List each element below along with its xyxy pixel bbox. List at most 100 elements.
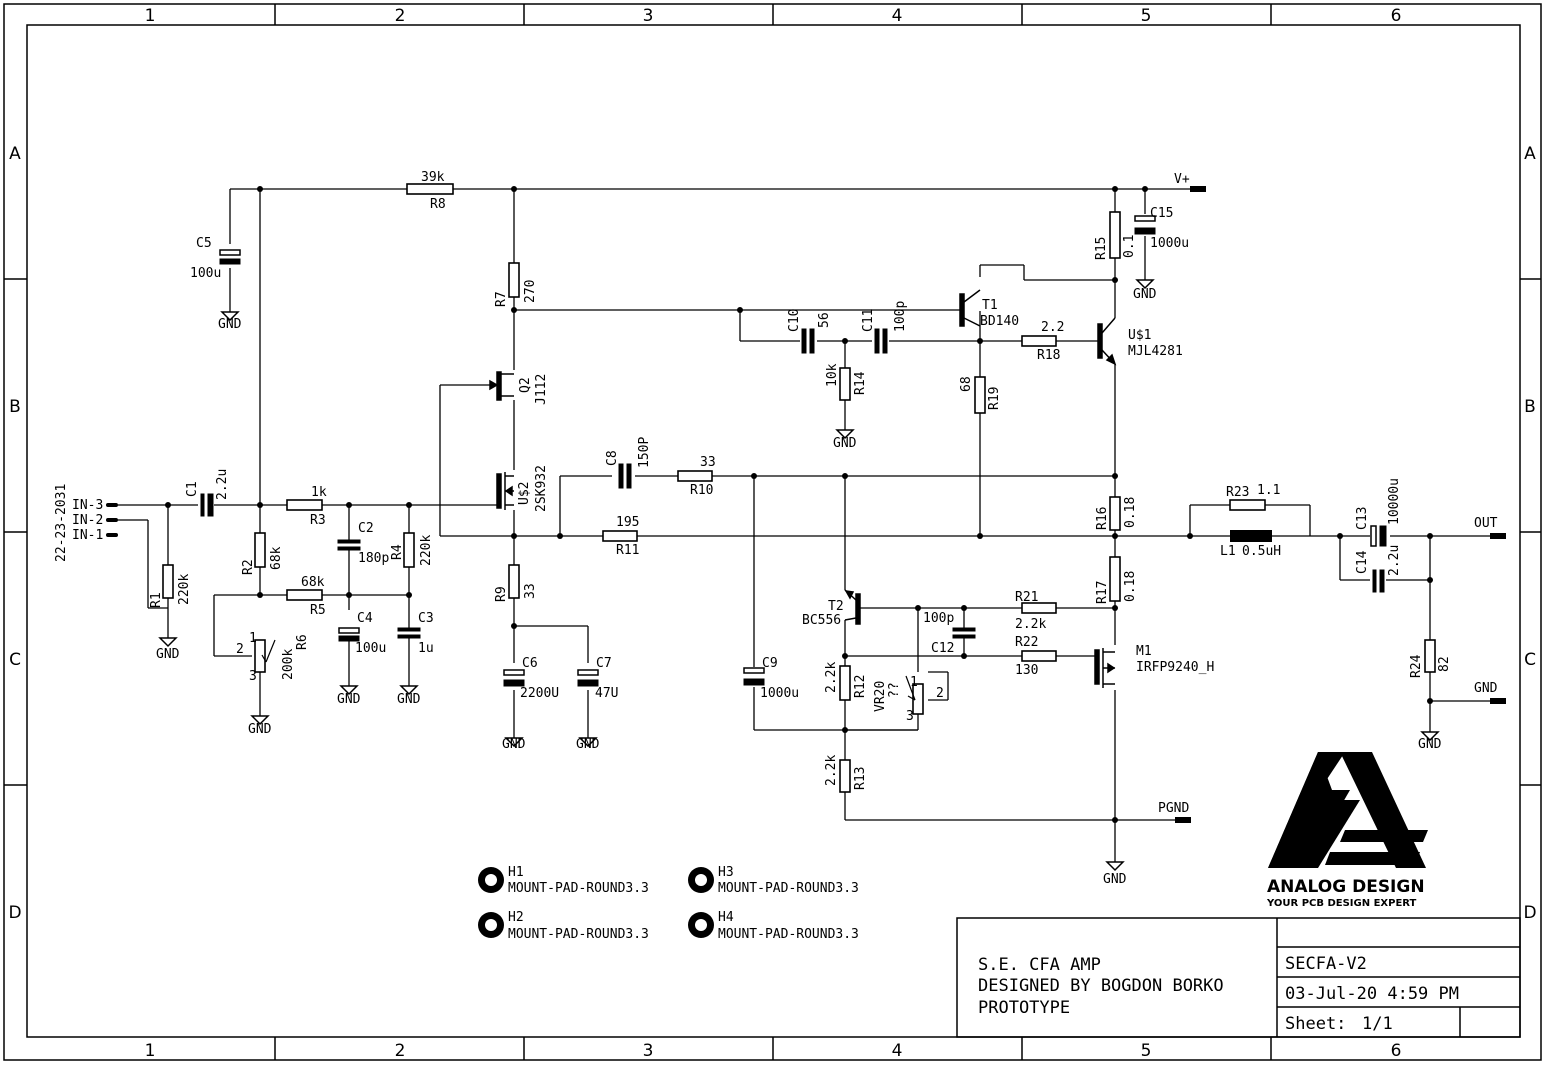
vr20-ref: VR20 bbox=[873, 681, 888, 712]
pgnd-label: PGND bbox=[1158, 801, 1189, 816]
u2-val: 2SK932 bbox=[534, 465, 549, 512]
col-label-6: 6 bbox=[1391, 6, 1402, 26]
h4-val: MOUNT-PAD-ROUND3.3 bbox=[718, 927, 859, 942]
r17-val: 0.18 bbox=[1123, 571, 1138, 602]
r22-body[interactable] bbox=[1021, 650, 1057, 662]
c7-ref: C7 bbox=[596, 656, 612, 671]
r14-body[interactable] bbox=[839, 367, 851, 401]
r4-ref: R4 bbox=[390, 544, 405, 560]
r6-ref: R6 bbox=[295, 634, 310, 650]
r22-ref: R22 bbox=[1015, 635, 1038, 650]
drawing-frame bbox=[3, 3, 1542, 1061]
r11-body[interactable] bbox=[602, 530, 638, 542]
r3-ref: R3 bbox=[310, 513, 326, 528]
col-label-3: 3 bbox=[643, 6, 654, 26]
r2-body[interactable] bbox=[254, 532, 266, 568]
r12-body[interactable] bbox=[839, 665, 851, 701]
l1-body[interactable] bbox=[1230, 530, 1272, 542]
q2-ref: Q2 bbox=[518, 377, 533, 393]
vplus-label: V+ bbox=[1174, 172, 1190, 187]
r13-ref: R13 bbox=[853, 767, 868, 790]
c12-val: 100p bbox=[923, 611, 954, 626]
r23-val: 1.1 bbox=[1257, 483, 1280, 498]
r11-val: 195 bbox=[616, 515, 639, 530]
r13-body[interactable] bbox=[839, 759, 851, 793]
r9-ref: R9 bbox=[494, 586, 509, 602]
r23-body[interactable] bbox=[1229, 499, 1266, 511]
c2-val: 180p bbox=[358, 551, 389, 566]
r12-val: 2.2k bbox=[824, 662, 839, 693]
gnd-out-label: GND bbox=[1474, 681, 1498, 696]
wires bbox=[118, 188, 1490, 862]
r2-ref: R2 bbox=[241, 559, 256, 575]
r16-body[interactable] bbox=[1109, 496, 1121, 531]
r24-val: 82 bbox=[1437, 656, 1452, 672]
r16-val: 0.18 bbox=[1123, 497, 1138, 528]
col-label-3-bottom: 3 bbox=[643, 1041, 654, 1061]
r24-body[interactable] bbox=[1424, 639, 1436, 673]
mount-pads bbox=[478, 867, 714, 938]
row-label-d-right: D bbox=[1523, 903, 1536, 923]
h4-ref: H4 bbox=[718, 910, 734, 925]
c11-val: 100p bbox=[893, 301, 908, 332]
c15-ref: C15 bbox=[1150, 206, 1173, 221]
h3-val: MOUNT-PAD-ROUND3.3 bbox=[718, 881, 859, 896]
r15-body[interactable] bbox=[1109, 211, 1121, 259]
r6-body[interactable] bbox=[254, 639, 266, 673]
t1-val: BD140 bbox=[980, 314, 1019, 329]
col-label-2: 2 bbox=[395, 6, 406, 26]
r5-body[interactable] bbox=[286, 589, 323, 601]
title-block bbox=[956, 917, 1521, 1038]
row-label-c-right: C bbox=[1524, 650, 1536, 670]
r21-body[interactable] bbox=[1021, 602, 1057, 614]
r1-body[interactable] bbox=[162, 564, 174, 599]
c2-ref: C2 bbox=[358, 521, 374, 536]
r3-body[interactable] bbox=[286, 499, 323, 511]
r7-body[interactable] bbox=[508, 262, 520, 298]
r1-ref: R1 bbox=[149, 592, 164, 608]
t2-val: BC556 bbox=[802, 613, 841, 628]
r24-ref: R24 bbox=[1409, 654, 1424, 678]
r10-body[interactable] bbox=[677, 470, 713, 482]
resistor-bodies bbox=[162, 183, 1436, 793]
c10-ref: C10 bbox=[787, 309, 802, 332]
r5-ref: R5 bbox=[310, 603, 326, 618]
pot-wipers bbox=[261, 639, 916, 701]
drawing-name: SECFA-V2 bbox=[1285, 954, 1367, 974]
r18-body[interactable] bbox=[1021, 335, 1057, 347]
h2-ref: H2 bbox=[508, 910, 524, 925]
r15-ref: R15 bbox=[1094, 237, 1109, 260]
r23-ref: R23 bbox=[1226, 485, 1249, 500]
r4-body[interactable] bbox=[403, 532, 415, 568]
r19-body[interactable] bbox=[974, 376, 986, 414]
col-label-1: 1 bbox=[145, 6, 156, 26]
title-line-1: S.E. CFA AMP bbox=[978, 955, 1101, 975]
r3-val: 1k bbox=[311, 485, 327, 500]
r17-body[interactable] bbox=[1109, 556, 1121, 602]
h1-val: MOUNT-PAD-ROUND3.3 bbox=[508, 881, 649, 896]
frame-column-labels: 1 2 3 4 5 6 1 2 3 4 5 6 bbox=[145, 6, 1402, 1061]
title-line-2: DESIGNED BY BOGDON BORKO bbox=[978, 976, 1224, 996]
c6-ref: C6 bbox=[522, 656, 538, 671]
r8-body[interactable] bbox=[406, 183, 454, 195]
row-label-d: D bbox=[8, 903, 21, 923]
r9-body[interactable] bbox=[508, 564, 520, 599]
r4-val: 220k bbox=[419, 535, 434, 566]
col-label-2-bottom: 2 bbox=[395, 1041, 406, 1061]
row-label-c: C bbox=[9, 650, 21, 670]
col-label-4: 4 bbox=[892, 6, 903, 26]
capacitors bbox=[200, 215, 1387, 687]
h1-ref: H1 bbox=[508, 865, 524, 880]
c8-ref: C8 bbox=[605, 450, 620, 466]
c1-val: 2.2u bbox=[215, 469, 230, 500]
component-labels: 22-23-2031 IN-3 IN-2 IN-1 C1 2.2u R1 220… bbox=[54, 170, 1498, 942]
col-label-5-bottom: 5 bbox=[1141, 1041, 1152, 1061]
gnd-c6: GND bbox=[502, 737, 526, 752]
c7-val: 47U bbox=[595, 686, 618, 701]
transistors bbox=[489, 289, 1117, 688]
r1-val: 220k bbox=[177, 574, 192, 605]
in3-label: IN-3 bbox=[72, 498, 103, 513]
r6-pin3: 3 bbox=[249, 669, 257, 684]
col-label-4-bottom: 4 bbox=[892, 1041, 903, 1061]
logo-name: ANALOG DESIGN bbox=[1267, 877, 1425, 897]
